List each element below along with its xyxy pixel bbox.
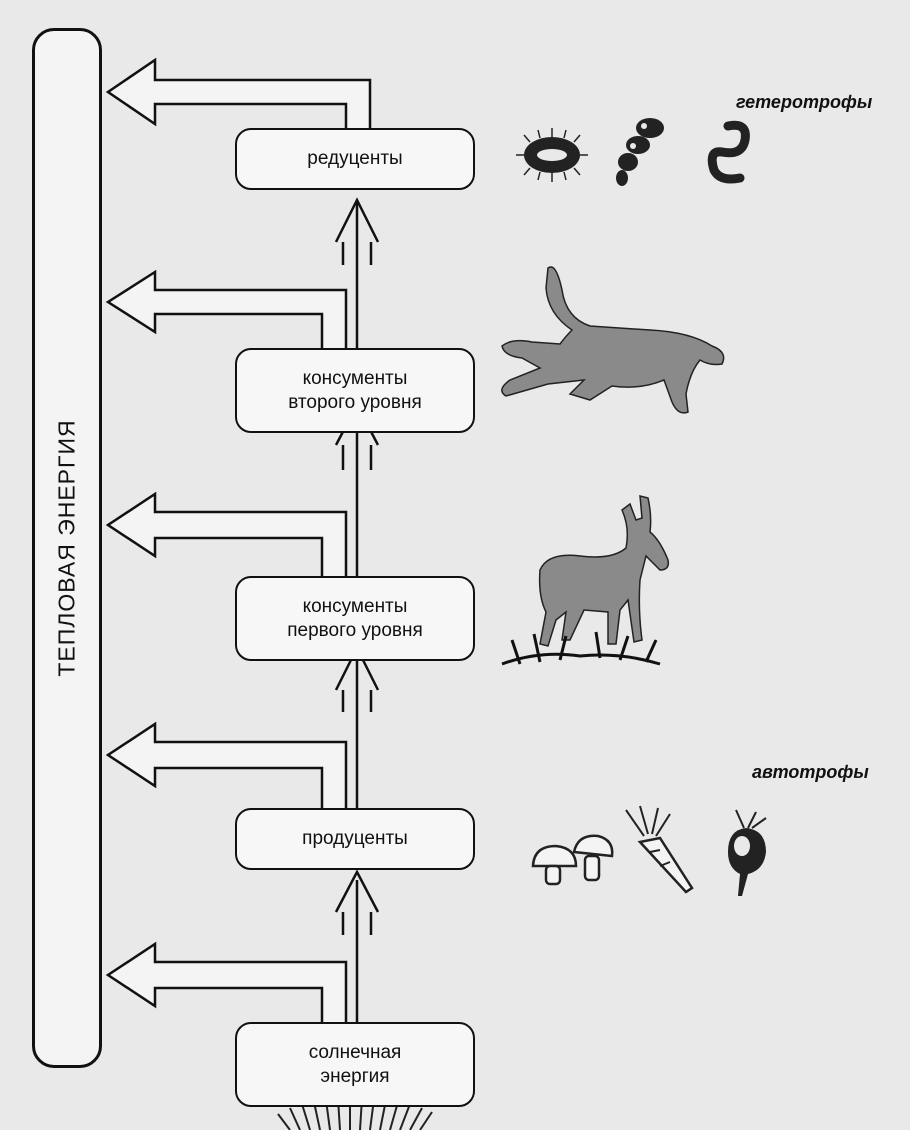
heat-arrow-producers — [105, 721, 348, 808]
antelope-icon — [501, 495, 670, 666]
heat-energy-label: ТЕПЛОВАЯ ЭНЕРГИЯ — [53, 419, 80, 677]
heat-arrow-decomposers — [105, 57, 372, 128]
heat-arrow-solar — [105, 941, 348, 1022]
arrow-solar-to-producers — [334, 869, 380, 1022]
decomposers-label: редуценты — [307, 148, 403, 170]
solar-energy-box: солнечная энергия — [235, 1022, 475, 1107]
heat-arrow-consumers2 — [105, 269, 348, 348]
producers-box: продуценты — [235, 808, 475, 870]
producers-label: продуценты — [302, 828, 408, 850]
carrot-icon — [625, 805, 694, 894]
amoeba-icon — [616, 118, 664, 186]
decomposers-box: редуценты — [235, 128, 475, 190]
heterotrophs-label: гетеротрофы — [736, 92, 873, 112]
heat-energy-bar — [32, 28, 102, 1068]
consumers-first-level-label: консументы первого уровня — [287, 595, 423, 641]
worm-icon — [707, 120, 750, 184]
bacterium-icon — [516, 128, 588, 182]
big-cat-icon — [501, 266, 725, 414]
solar-energy-label: солнечная энергия — [308, 1041, 402, 1087]
autotrophs-label: автотрофы — [752, 762, 869, 782]
heat-arrow-consumers1 — [105, 491, 348, 576]
consumers-second-level-label: консументы второго уровня — [288, 367, 422, 413]
arrow-consumers2-to-decomposers — [334, 197, 380, 348]
grass-icon — [501, 631, 661, 666]
beet-icon — [728, 809, 767, 896]
mushrooms-icon — [531, 834, 614, 886]
heat-arrows — [105, 57, 372, 1022]
consumers-second-level-box: консументы второго уровня — [235, 348, 475, 433]
consumers-first-level-box: консументы первого уровня — [235, 576, 475, 661]
